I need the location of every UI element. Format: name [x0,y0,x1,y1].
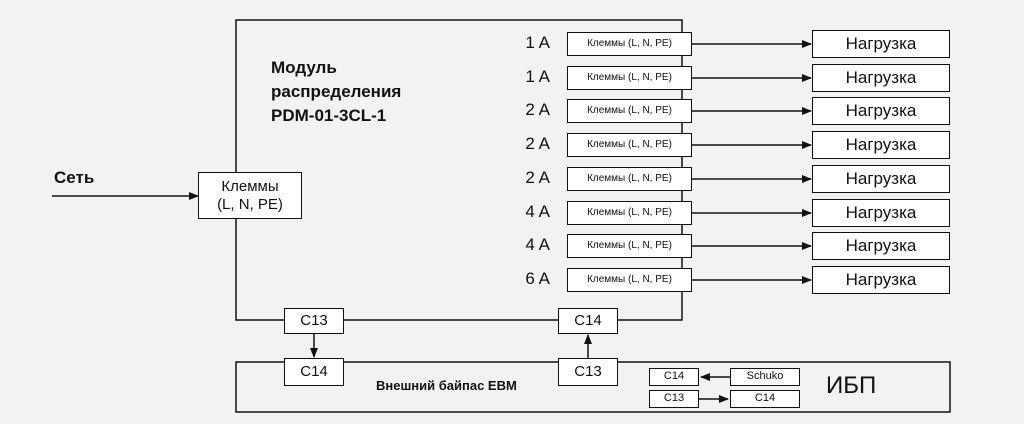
ups-schuko-connector: Schuko [730,368,800,386]
output-terminal-box: Клеммы (L, N, PE) [567,268,692,292]
output-current-label: 4 A [525,235,550,254]
output-terminal-box: Клеммы (L, N, PE) [567,167,692,191]
module-c14-connector: C14 [558,308,618,334]
output-current-label: 1 A [525,67,550,86]
input-terminal-line2: (L, N, PE) [217,195,283,213]
module-title-line2: распределения [271,82,402,101]
mains-label: Сеть [54,168,95,187]
bypass-c14-connector: C14 [284,358,344,386]
load-box: Нагрузка [812,30,950,58]
output-current-label: 1 A [525,33,550,52]
load-box: Нагрузка [812,97,950,125]
input-terminal-box: Клеммы (L, N, PE) [198,172,302,219]
bypass-label: Внешний байпас EBM [376,378,517,393]
module-c13-connector: C13 [284,308,344,334]
output-terminal-box: Клеммы (L, N, PE) [567,99,692,123]
load-box: Нагрузка [812,266,950,294]
bypass-c13-ups-connector: C13 [649,390,699,408]
output-arrows [692,40,812,284]
ups-c14-connector: C14 [730,390,800,408]
bypass-c13-connector: C13 [558,358,618,386]
module-title-line3: PDM-01-3CL-1 [271,106,387,125]
output-current-label: 4 A [525,202,550,221]
load-box: Нагрузка [812,165,950,193]
bypass-c14-ups-connector: C14 [649,368,699,386]
output-current-label: 2 A [525,100,550,119]
load-box: Нагрузка [812,64,950,92]
output-terminal-box: Клеммы (L, N, PE) [567,234,692,258]
module-title-line1: Модуль [271,58,337,77]
output-terminal-box: Клеммы (L, N, PE) [567,32,692,56]
output-terminal-box: Клеммы (L, N, PE) [567,133,692,157]
output-terminal-box: Клеммы (L, N, PE) [567,201,692,225]
output-current-label: 2 A [525,168,550,187]
load-box: Нагрузка [812,131,950,159]
load-box: Нагрузка [812,199,950,227]
ups-label: ИБП [826,372,877,399]
output-current-label: 6 A [525,269,550,288]
output-current-label: 2 A [525,134,550,153]
load-box: Нагрузка [812,232,950,260]
output-terminal-box: Клеммы (L, N, PE) [567,66,692,90]
module-title: Модуль распределения PDM-01-3CL-1 [271,56,401,128]
input-terminal-line1: Клеммы [221,177,279,195]
